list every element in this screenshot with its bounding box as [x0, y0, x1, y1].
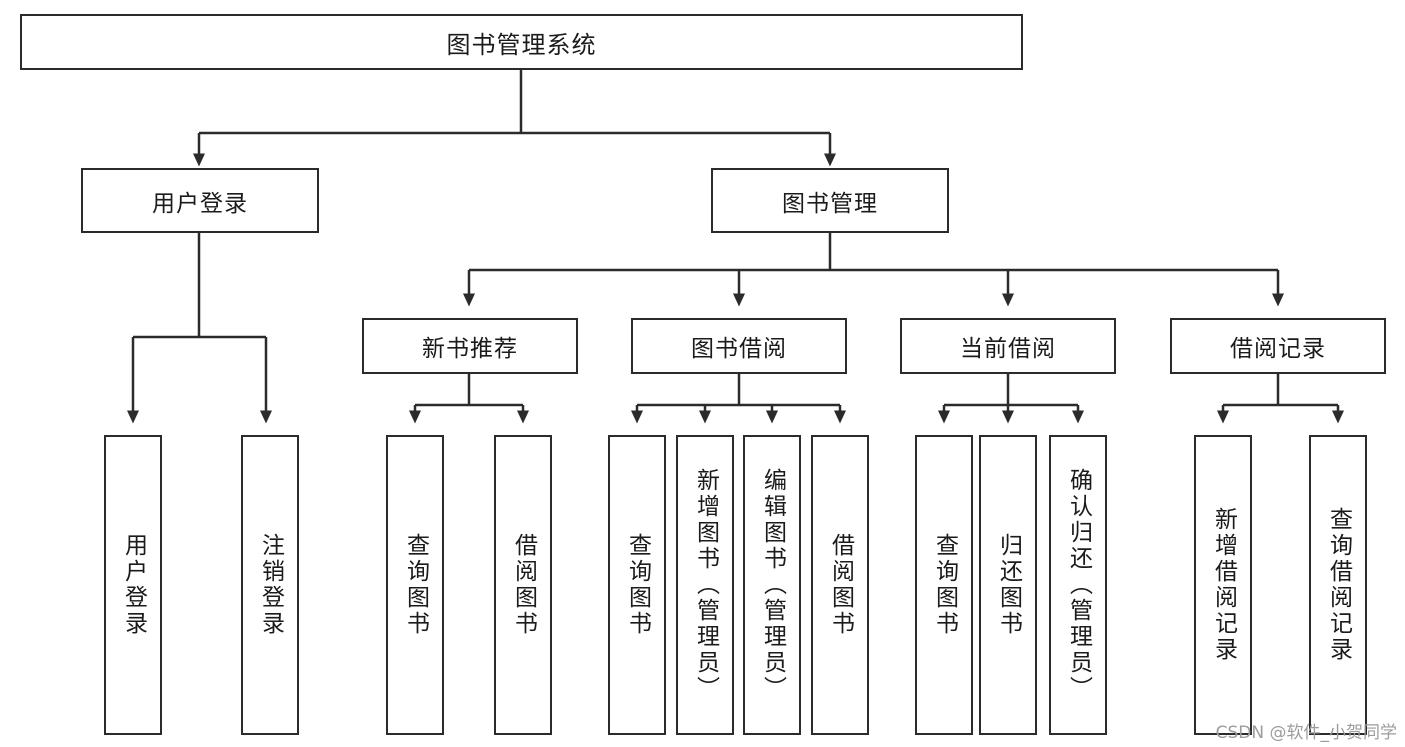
node-label: 编辑图书（管理员）: [759, 468, 786, 702]
leaf-borrow-book-new[interactable]: 借阅图书: [494, 435, 552, 735]
node-label: 归还图书: [995, 533, 1022, 637]
leaf-query-borrow-record[interactable]: 查询借阅记录: [1309, 435, 1367, 735]
node-label: 查询借阅记录: [1325, 507, 1352, 663]
node-label: 用户登录: [120, 533, 147, 637]
node-label: 图书管理系统: [446, 30, 597, 59]
node-label: 图书借阅: [691, 336, 787, 362]
leaf-edit-book-admin[interactable]: 编辑图书（管理员）: [743, 435, 801, 735]
leaf-return-book[interactable]: 归还图书: [979, 435, 1037, 735]
node-label: 新增借阅记录: [1210, 507, 1237, 663]
node-borrow-record[interactable]: 借阅记录: [1170, 318, 1386, 374]
node-label: 注销登录: [257, 533, 284, 637]
node-label: 新增图书（管理员）: [692, 468, 719, 702]
leaf-add-book-admin[interactable]: 新增图书（管理员）: [676, 435, 734, 735]
leaf-query-book-current[interactable]: 查询图书: [915, 435, 973, 735]
node-label: 借阅记录: [1230, 336, 1326, 362]
leaf-logout-login[interactable]: 注销登录: [241, 435, 299, 735]
node-book-borrow[interactable]: 图书借阅: [631, 318, 847, 374]
node-label: 借阅图书: [510, 533, 537, 637]
node-current-borrow[interactable]: 当前借阅: [900, 318, 1116, 374]
leaf-query-book-new[interactable]: 查询图书: [386, 435, 444, 735]
node-label: 图书管理: [782, 190, 878, 217]
node-book-management[interactable]: 图书管理: [711, 168, 949, 233]
node-label: 用户登录: [152, 190, 248, 217]
node-root-system[interactable]: 图书管理系统: [20, 14, 1023, 70]
csdn-watermark: CSDN @软件_小贺同学: [1215, 723, 1397, 743]
node-label: 查询图书: [624, 533, 651, 637]
leaf-user-login[interactable]: 用户登录: [104, 435, 162, 735]
node-new-book-recommend[interactable]: 新书推荐: [362, 318, 578, 374]
node-label: 借阅图书: [827, 533, 854, 637]
leaf-confirm-return-admin[interactable]: 确认归还（管理员）: [1049, 435, 1107, 735]
leaf-query-book-borrow[interactable]: 查询图书: [608, 435, 666, 735]
node-label: 确认归还（管理员）: [1065, 468, 1092, 702]
node-user-login[interactable]: 用户登录: [81, 168, 319, 233]
node-label: 当前借阅: [960, 336, 1056, 362]
node-label: 查询图书: [402, 533, 429, 637]
node-label: 查询图书: [931, 533, 958, 637]
leaf-borrow-book[interactable]: 借阅图书: [811, 435, 869, 735]
leaf-add-borrow-record[interactable]: 新增借阅记录: [1194, 435, 1252, 735]
node-label: 新书推荐: [422, 336, 518, 362]
